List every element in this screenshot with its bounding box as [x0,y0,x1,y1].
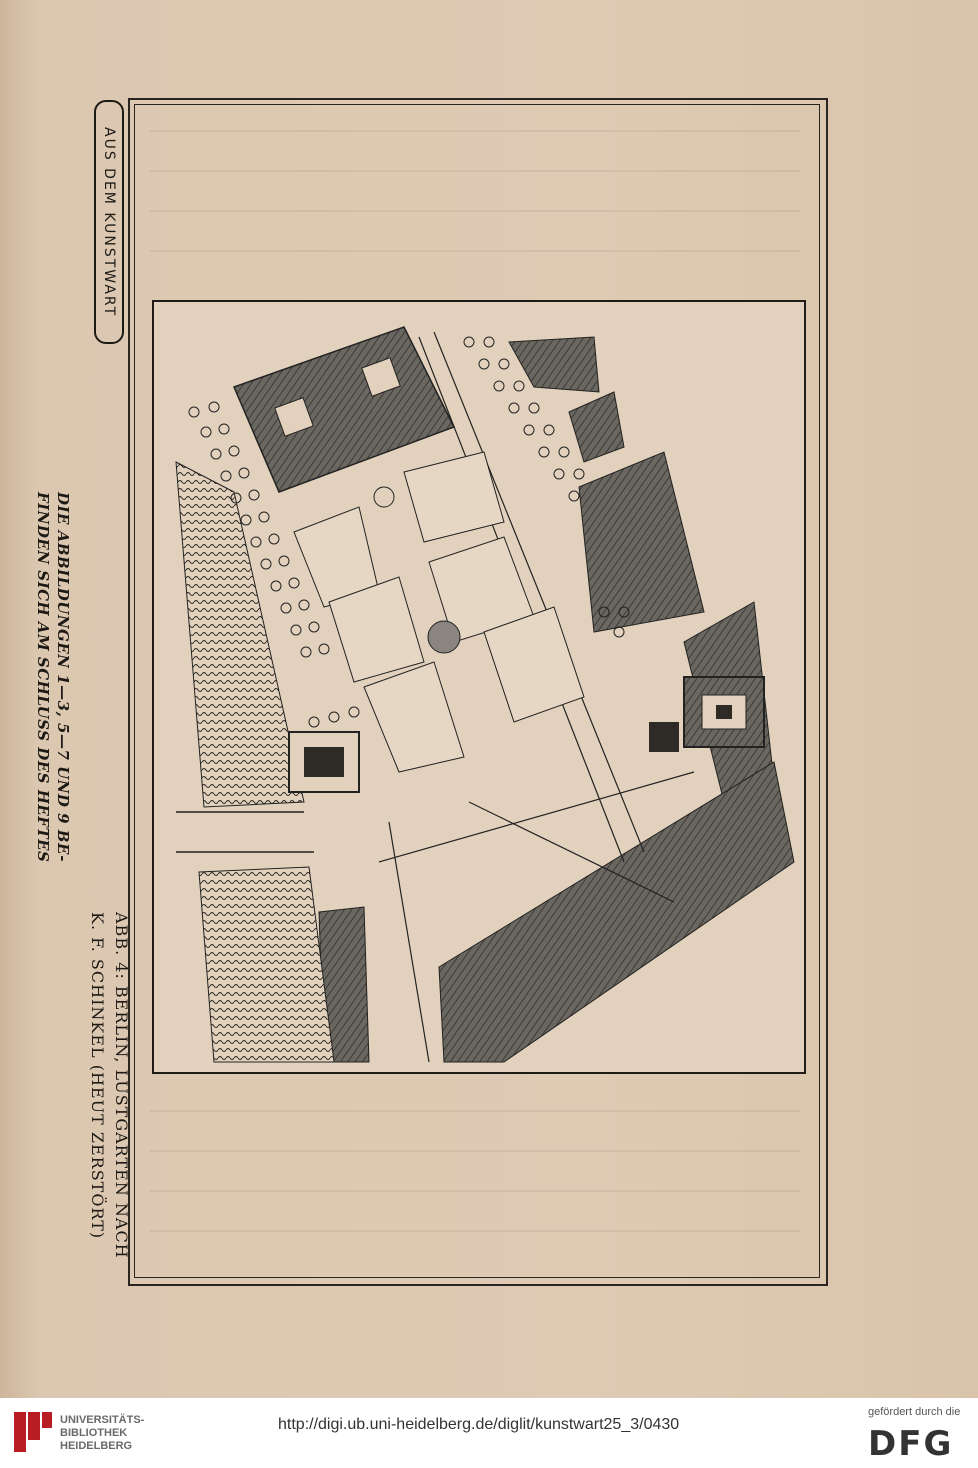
figure-caption-line-1: ABB. 4: BERLIN, LUSTGARTEN NACH [112,912,131,1259]
running-header: AUS DEM KUNSTWART [101,126,117,318]
lustgarten-plan [175,326,795,1063]
library-name-line-2: BIBLIOTHEK [60,1427,128,1439]
dfg-logo: DFG [868,1424,954,1464]
library-name-line-1: UNIVERSITÄTS- [60,1414,145,1426]
figure-caption-line-2: K. F. SCHINKEL (HEUT ZERSTÖRT) [88,912,107,1240]
scanned-page: AUS DEM KUNSTWART [0,0,978,1398]
permalink-url[interactable]: http://digi.ub.uni-heidelberg.de/diglit/… [278,1416,680,1433]
university-library-logo-icon [14,1412,52,1452]
garden-plan-figure [152,300,806,1074]
funding-label: gefördert durch die [868,1406,961,1418]
page-frame-outer [128,98,828,1286]
running-header-badge: AUS DEM KUNSTWART [94,100,124,344]
illustrations-note-line-2: FINDEN SICH AM SCHLUSS DES HEFTES [34,492,52,863]
illustrations-note-line-1: DIE ABBILDUNGEN 1—3, 5—7 UND 9 BE- [54,492,72,862]
library-name: UNIVERSITÄTS- BIBLIOTHEK HEIDELBERG [60,1414,144,1453]
library-name-line-3: HEIDELBERG [60,1440,133,1452]
viewer-footer: UNIVERSITÄTS- BIBLIOTHEK HEIDELBERG http… [0,1398,978,1468]
page-frame-inner [134,104,820,1278]
